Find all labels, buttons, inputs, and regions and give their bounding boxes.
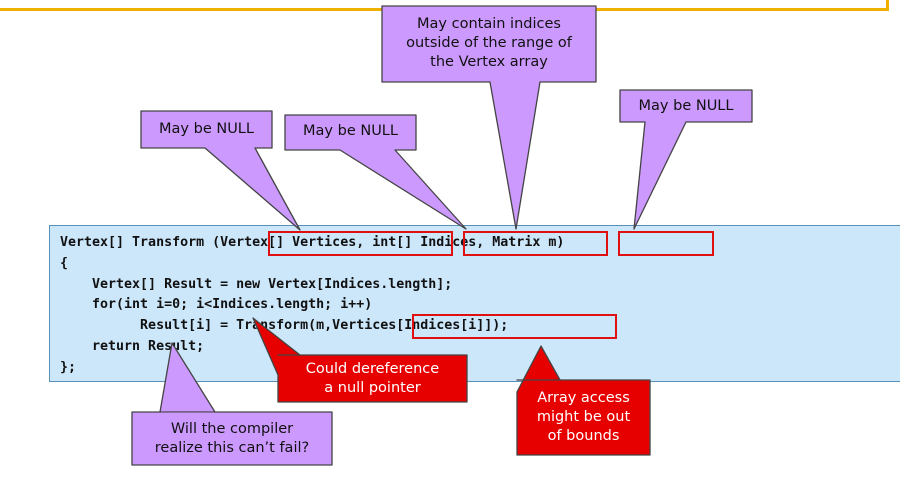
- callout-array-out-of-bounds: [516, 345, 651, 456]
- callout-indices-out-of-range: [381, 5, 597, 230]
- highlight-indices-param: [463, 231, 608, 256]
- code-line-return: return Result;: [60, 339, 205, 354]
- callout-text-may-be-null-1: May be NULL: [159, 121, 254, 137]
- highlight-array-access: [412, 314, 617, 339]
- callout-text-may-be-null-3: May be NULL: [638, 98, 734, 114]
- highlight-vertices-param: [268, 231, 453, 256]
- code-line-signature: Vertex[] Transform (Vertex[] Vertices, i…: [60, 235, 565, 250]
- callout-text-may-be-null-2: May be NULL: [303, 123, 398, 139]
- callout-may-be-null-matrix: [619, 89, 753, 230]
- callout-compiler-question: [131, 342, 333, 466]
- code-line-for-loop: for(int i=0; i<Indices.length; i++): [60, 297, 373, 312]
- highlight-matrix-param: [618, 231, 714, 256]
- callout-text-indices-out-of-range: May contain indices outside of the range…: [406, 16, 572, 70]
- callout-null-dereference: [252, 317, 468, 403]
- code-line-result-alloc: Vertex[] Result = new Vertex[Indices.len…: [60, 277, 453, 292]
- code-line-open-brace: {: [60, 256, 69, 271]
- callout-text-null-dereference: Could dereference a null pointer: [305, 361, 440, 396]
- code-panel: [49, 225, 900, 382]
- code-line-close-brace: };: [60, 360, 77, 375]
- callout-may-be-null-indices: [284, 114, 467, 230]
- callout-text-array-out-of-bounds: Array access might be out of bounds: [536, 390, 631, 444]
- code-line-assignment: Result[i] = Transform(m,Vertices[Indices…: [60, 318, 509, 333]
- callout-text-compiler-question: Will the compiler realize this can’t fai…: [154, 421, 310, 456]
- callout-may-be-null-vertices: [140, 110, 301, 231]
